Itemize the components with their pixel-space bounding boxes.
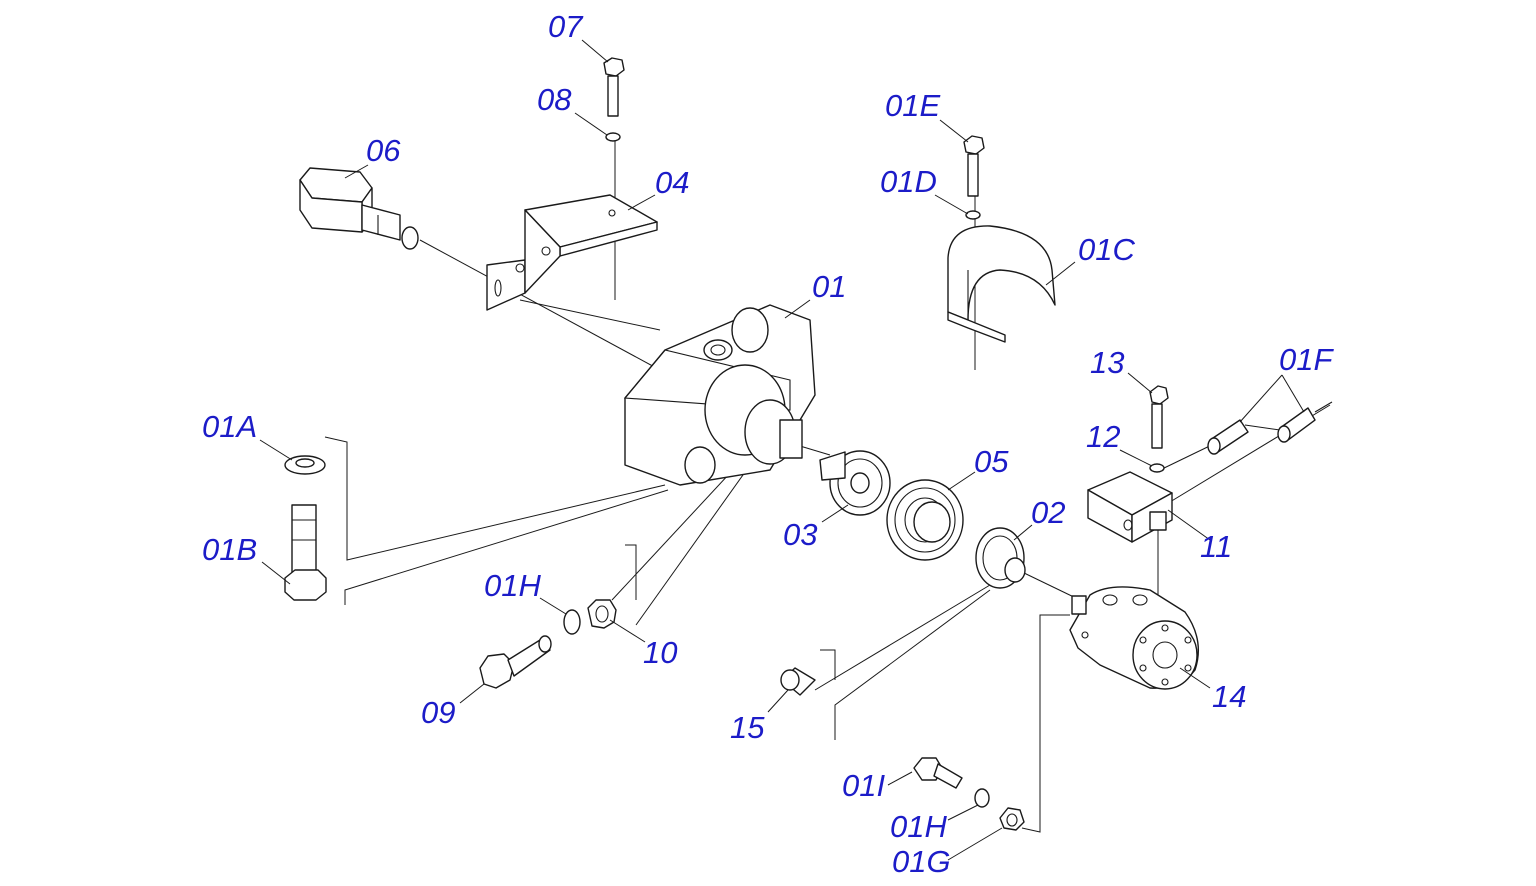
part-01D-washer — [965, 210, 981, 220]
callout-01H-bottom: 01H — [890, 809, 947, 844]
callout-labels: 07 08 06 04 01 01E 01D 01C 01A 01B 13 01… — [202, 9, 1334, 879]
callout-01A: 01A — [202, 409, 257, 444]
part-01E-bolt — [963, 135, 985, 197]
callout-01D: 01D — [880, 164, 937, 199]
part-01B-bolt — [284, 504, 327, 601]
part-11-valve-block — [1087, 471, 1173, 543]
callout-14: 14 — [1212, 679, 1246, 714]
part-08-washer — [605, 132, 621, 142]
callout-12: 12 — [1086, 419, 1120, 454]
part-01A-washer — [284, 455, 326, 475]
part-07-bolt — [603, 57, 625, 117]
callout-10: 10 — [643, 635, 677, 670]
part-04-bracket — [486, 194, 658, 311]
part-01-pump-body — [623, 304, 816, 486]
part-03-sprocket — [819, 450, 891, 516]
callout-01G: 01G — [892, 844, 951, 879]
callout-08: 08 — [537, 82, 572, 117]
part-12-washer — [1149, 463, 1165, 473]
part-01I-bolt — [913, 757, 963, 789]
callout-11: 11 — [1200, 529, 1232, 564]
part-01H-washer-top — [563, 609, 581, 635]
callout-13: 13 — [1090, 345, 1124, 380]
callout-01: 01 — [812, 269, 846, 304]
callout-04: 04 — [655, 165, 689, 200]
callout-01B: 01B — [202, 532, 257, 567]
part-01G-nut — [999, 807, 1025, 831]
part-05-chain-ring — [886, 479, 964, 561]
callout-05: 05 — [974, 444, 1009, 479]
part-14-motor — [1069, 586, 1199, 690]
callout-01C: 01C — [1078, 232, 1135, 267]
callout-03: 03 — [783, 517, 817, 552]
part-06-shaft — [299, 167, 419, 250]
callout-pointers — [259, 39, 1305, 861]
part-10-nut — [587, 599, 617, 629]
part-01C-clamp — [947, 225, 1056, 343]
part-01F-fitting-a — [1207, 419, 1249, 455]
callout-01H-top: 01H — [484, 568, 541, 603]
callout-15: 15 — [730, 710, 765, 745]
part-01F-fitting-b — [1277, 401, 1333, 443]
part-01H-washer-bottom — [974, 788, 990, 808]
callout-02: 02 — [1031, 495, 1065, 530]
callout-06: 06 — [366, 133, 401, 168]
part-15-bushing — [780, 667, 816, 696]
part-13-bolt — [1149, 385, 1169, 449]
part-02-sprocket — [975, 527, 1026, 589]
callout-09: 09 — [421, 695, 455, 730]
part-09-bolt — [479, 635, 552, 689]
callout-07: 07 — [548, 9, 584, 44]
callout-01F: 01F — [1279, 342, 1334, 377]
callout-01I: 01I — [842, 768, 885, 803]
assembly-lines — [324, 140, 1331, 833]
callout-01E: 01E — [885, 88, 940, 123]
